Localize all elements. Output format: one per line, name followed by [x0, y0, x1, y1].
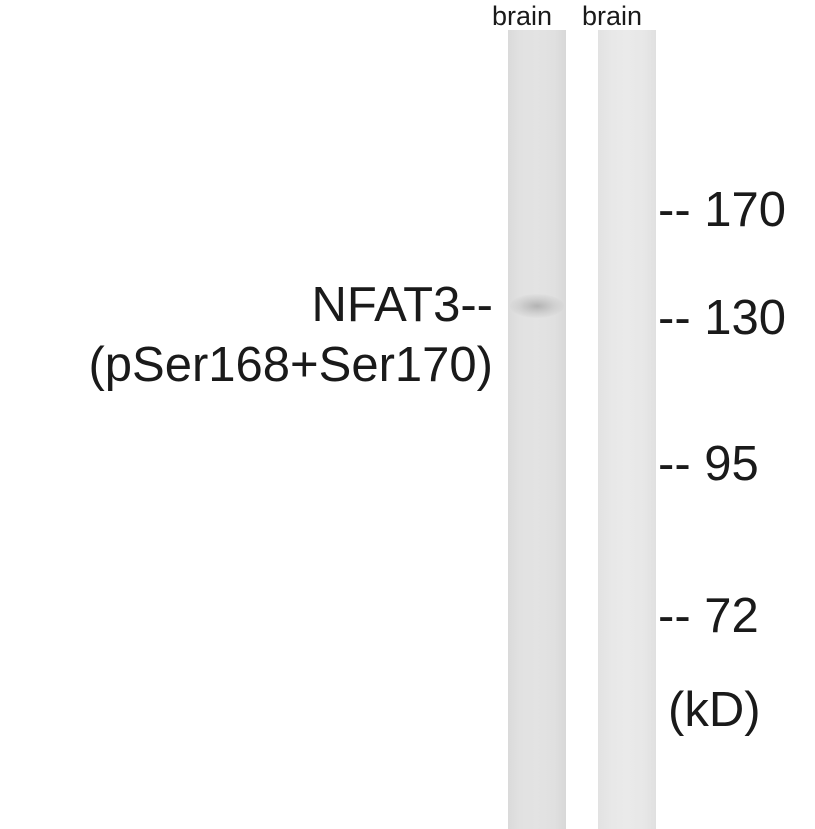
protein-band — [510, 294, 564, 318]
marker-95: -- 95 — [658, 437, 759, 491]
blot-lane-1 — [508, 30, 566, 829]
lane-1-label: brain — [492, 1, 553, 31]
marker-72: -- 72 — [658, 589, 759, 643]
protein-name-label: NFAT3-- — [311, 278, 493, 332]
lane-2-label: brain — [582, 1, 643, 31]
marker-130: -- 130 — [658, 291, 787, 345]
blot-lane-2 — [598, 30, 656, 829]
unit-label: (kD) — [668, 683, 761, 737]
protein-sites-label: (pSer168+Ser170) — [88, 338, 493, 392]
marker-170: -- 170 — [658, 183, 787, 237]
